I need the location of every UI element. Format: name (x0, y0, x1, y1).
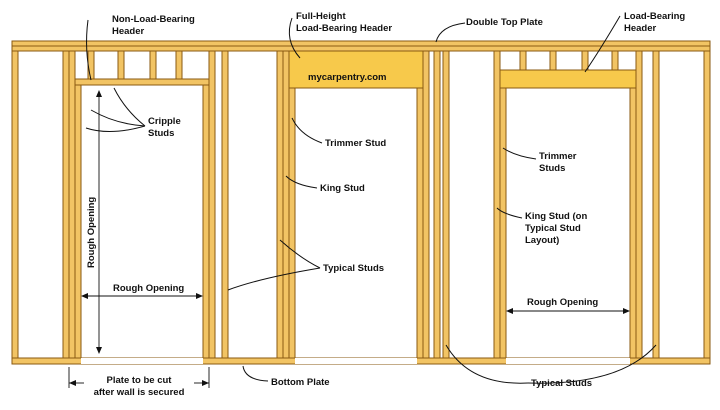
callout-line-cripple (90, 109, 146, 127)
king-stud (635, 50, 643, 359)
callout-line-full-header (288, 17, 301, 59)
label-double-top-plate: Double Top Plate (466, 17, 543, 28)
typical-stud (221, 50, 229, 359)
callout-line-non-load-header (86, 19, 92, 81)
cripple-stud (117, 50, 125, 80)
arrowhead-icon (96, 347, 102, 354)
dimension-lines (68, 90, 630, 388)
label-trimmer-studs-right: Studs (539, 163, 565, 174)
arrowhead-icon (196, 293, 203, 299)
typical-stud (703, 50, 711, 359)
callout-line-king-right (496, 207, 523, 219)
callout-line-cripple (113, 87, 146, 127)
full-height-header (288, 50, 424, 89)
label-full-height-header: Load-Bearing Header (296, 23, 392, 34)
label-typical-studs: Typical Studs (323, 263, 384, 274)
typical-stud (276, 50, 284, 359)
arrowhead-icon (69, 380, 76, 386)
cripple-stud (519, 50, 527, 71)
label-load-bearing-header: Header (624, 23, 657, 34)
callout-line-typical-bottom (527, 344, 657, 384)
typical-stud (433, 50, 441, 359)
label-load-bearing-header: Load-Bearing (624, 11, 685, 22)
label-king-stud-right: King Stud (on (525, 211, 587, 222)
callout-line-top-plate (435, 22, 466, 43)
callout-line-trimmer-right (502, 147, 537, 160)
typical-stud (442, 50, 450, 359)
load-bearing-header (499, 69, 637, 89)
callout-line-bottom-plate (242, 365, 269, 382)
trimmer-stud (288, 87, 296, 359)
bottom-plate-cut-gap (506, 358, 630, 364)
diagram-labels: Non-Load-Bearing Header Full-Height Load… (86, 11, 685, 398)
king-stud (493, 50, 501, 359)
label-rough-opening-vertical: Rough Opening (86, 197, 97, 268)
typical-stud (11, 50, 19, 359)
arrowhead-icon (623, 308, 630, 314)
label-rough-opening-left: Rough Opening (113, 283, 184, 294)
label-king-stud: King Stud (320, 183, 365, 194)
trimmer-stud (629, 87, 637, 359)
label-rough-opening-right: Rough Opening (527, 297, 598, 308)
callout-lines (85, 15, 657, 384)
callout-line-typical (279, 239, 321, 269)
label-plate-cut: after wall is secured (94, 387, 185, 398)
king-stud (422, 50, 430, 359)
label-king-stud-right: Layout) (525, 235, 559, 246)
cripple-stud (87, 50, 95, 80)
arrowhead-icon (81, 293, 88, 299)
top-plate-upper (11, 40, 711, 47)
trimmer-stud (74, 84, 82, 359)
arrowhead-icon (96, 90, 102, 97)
cripple-stud (149, 50, 157, 80)
label-full-height-header: Full-Height (296, 11, 346, 22)
label-plate-cut: Plate to be cut (107, 375, 173, 386)
callout-line-typical-bottom (445, 344, 529, 384)
typical-stud (652, 50, 660, 359)
callout-line-trimmer (291, 117, 323, 144)
bottom-plate-cut-gap (81, 358, 203, 364)
label-cripple-studs: Studs (148, 128, 174, 139)
label-cripple-studs: Cripple (148, 116, 181, 127)
label-king-stud-right: Typical Stud (525, 223, 581, 234)
cripple-stud (611, 50, 619, 71)
cripple-stud (549, 50, 557, 71)
king-stud (208, 50, 216, 359)
label-trimmer-stud: Trimmer Stud (325, 138, 386, 149)
label-trimmer-studs-right: Trimmer (539, 151, 577, 162)
arrowhead-icon (506, 308, 513, 314)
cripple-stud (581, 50, 589, 71)
watermark-brand: mycarpentry.com (308, 72, 387, 83)
label-typical-studs-bottom: Typical Studs (531, 378, 592, 389)
callout-line-cripple (85, 125, 146, 132)
non-load-bearing-header (74, 78, 210, 86)
bottom-plate-cut-gap (295, 358, 417, 364)
callout-line-king (285, 175, 318, 189)
trimmer-stud (499, 87, 507, 359)
king-stud (282, 50, 290, 359)
top-plate-lower (11, 45, 711, 52)
label-non-load-header: Header (112, 26, 145, 37)
king-stud (68, 50, 76, 359)
arrowhead-icon (202, 380, 209, 386)
trimmer-stud (416, 87, 424, 359)
cripple-stud (175, 50, 183, 80)
label-non-load-header: Non-Load-Bearing (112, 14, 195, 25)
trimmer-stud (202, 84, 210, 359)
label-bottom-plate: Bottom Plate (271, 377, 330, 388)
callout-line-typical (227, 267, 321, 291)
typical-stud (62, 50, 70, 359)
wall-frame (11, 40, 711, 365)
callout-line-load-header (584, 15, 621, 73)
